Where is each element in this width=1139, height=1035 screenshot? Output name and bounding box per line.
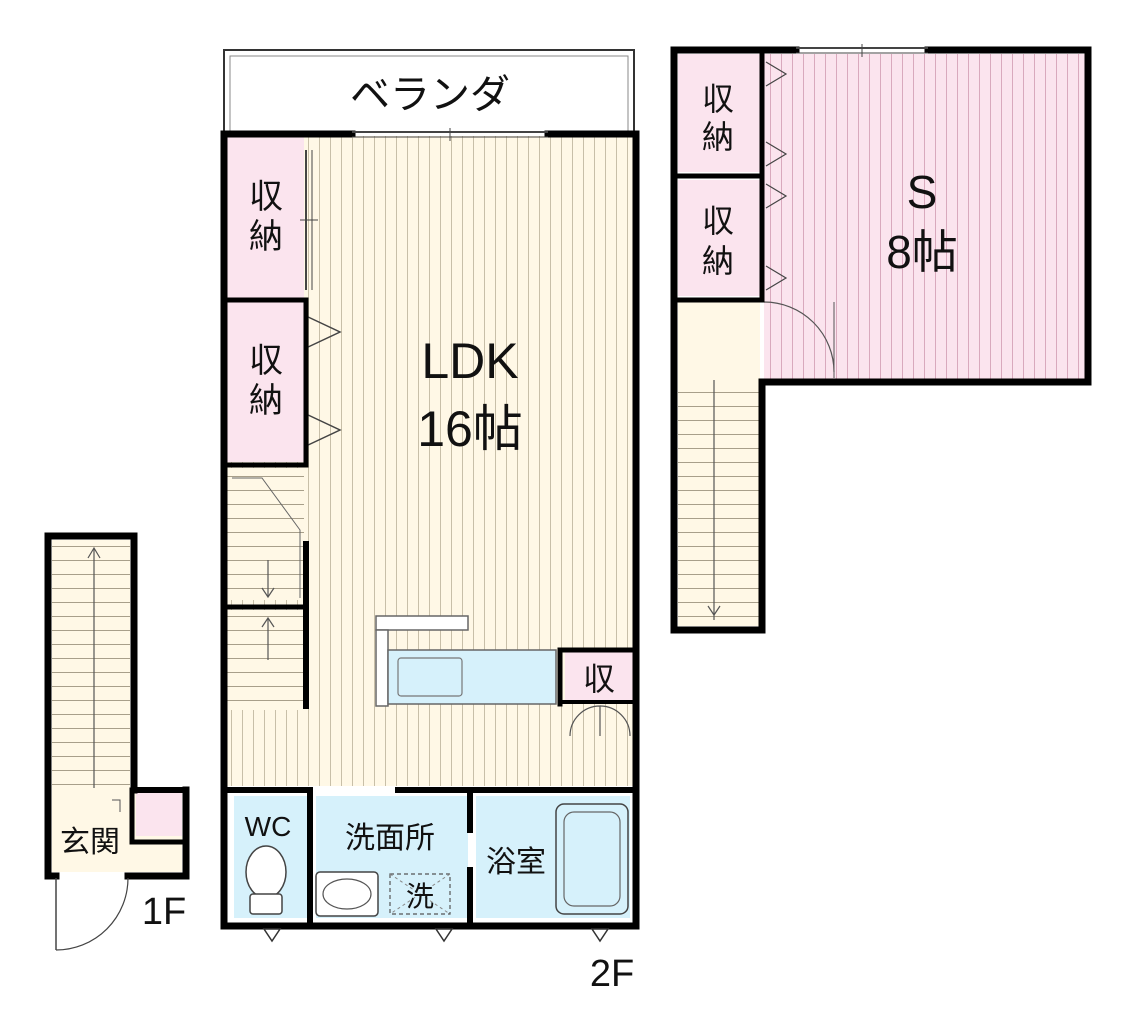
bathroom-label: 浴室	[486, 846, 546, 879]
stairs-2f-lower	[226, 610, 304, 710]
kitchen-sink-counter	[387, 649, 557, 705]
entrance-shoe-storage	[136, 792, 182, 836]
floor-1f-label: 1F	[142, 891, 186, 933]
stairs-2f-upper	[226, 468, 304, 600]
entrance-walls	[44, 532, 190, 880]
floor-2f-label: 2F	[590, 953, 634, 995]
storage-top-left	[226, 136, 304, 298]
s-storage-a	[678, 54, 760, 172]
s-storage-b	[678, 180, 760, 296]
s-storage-a-label-2: 納	[702, 119, 734, 155]
storage-mid-label-2: 納	[249, 382, 283, 420]
s-room-size: 8帖	[886, 226, 958, 278]
storage-mid-label-1: 収	[249, 342, 283, 380]
s-room-floor	[764, 54, 1086, 380]
ldk-label: LDK	[421, 333, 518, 389]
s-storage-a-label-1: 収	[702, 81, 734, 117]
s-stairs	[678, 380, 760, 626]
small-storage-label: 収	[583, 661, 615, 697]
washer-space-icon	[389, 873, 451, 915]
s-block-walls	[670, 46, 1092, 634]
s-stairs-landing	[678, 302, 760, 380]
storage-mid-left	[226, 302, 304, 462]
veranda-label: ベランダ	[350, 73, 510, 117]
entrance-label: 玄関	[60, 826, 120, 859]
s-storage-b-label-2: 納	[702, 243, 734, 279]
main-walls	[220, 130, 640, 930]
wc-label: WC	[245, 811, 292, 842]
kitchen-counter-top	[375, 615, 469, 631]
storage-top-label-2: 納	[249, 218, 283, 256]
s-room-label: S	[907, 166, 938, 218]
s-storage-b-label-1: 収	[702, 203, 734, 239]
kitchen-counter-side	[375, 629, 389, 707]
entrance-stairs	[52, 540, 130, 790]
bathtub-icon	[555, 803, 629, 915]
kitchen-sink	[397, 657, 463, 697]
veranda-area	[223, 49, 635, 133]
storage-top-label-1: 収	[249, 178, 283, 216]
ldk-size: 16帖	[417, 401, 523, 457]
toilet-icon	[245, 845, 287, 899]
washroom-label: 洗面所	[345, 822, 435, 855]
small-storage	[565, 652, 633, 700]
washer-label: 洗	[406, 881, 434, 912]
